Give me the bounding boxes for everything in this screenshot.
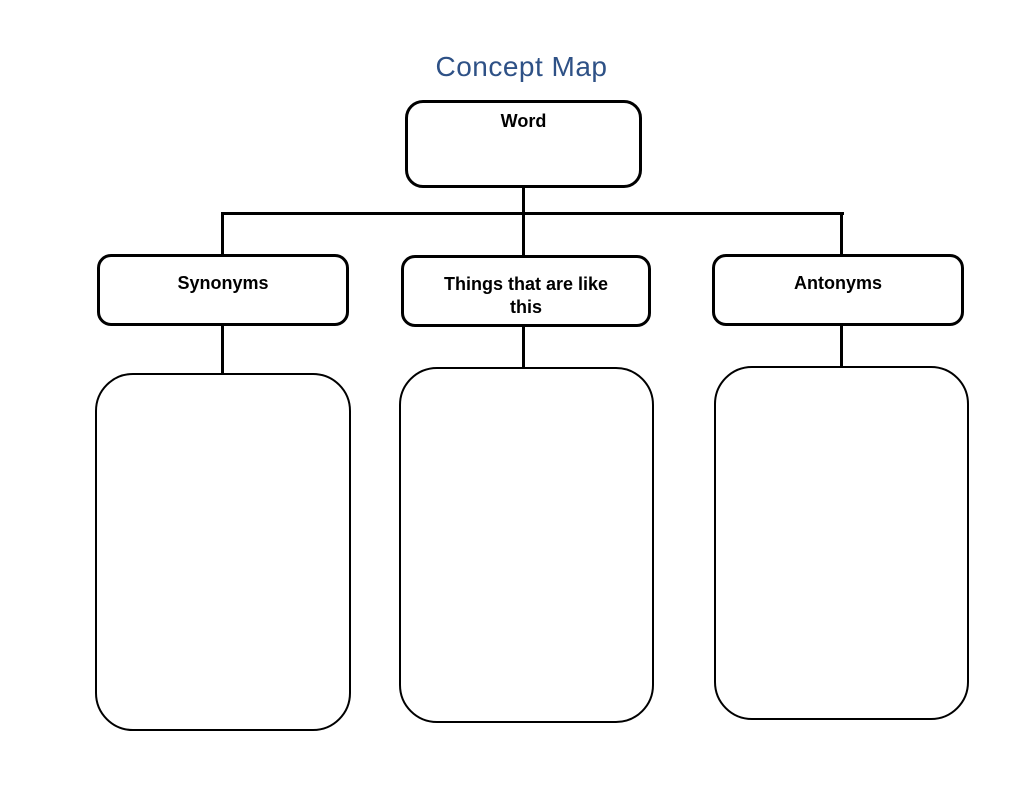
- node-word[interactable]: Word: [405, 100, 642, 188]
- connector-drop-synonyms: [221, 212, 224, 257]
- node-synonyms[interactable]: Synonyms: [97, 254, 349, 326]
- node-synonyms-label: Synonyms: [177, 273, 269, 293]
- node-things-like-this-label: Things that are like this: [443, 274, 609, 317]
- node-word-label: Word: [500, 111, 547, 131]
- synonyms-content-box[interactable]: [95, 373, 351, 731]
- connector-things-box: [522, 326, 525, 369]
- things-like-this-content-box[interactable]: [399, 367, 654, 723]
- antonyms-content-box[interactable]: [714, 366, 969, 720]
- connector-branch-rail: [221, 212, 844, 215]
- connector-synonyms-box: [221, 323, 224, 375]
- node-antonyms[interactable]: Antonyms: [712, 254, 964, 326]
- node-antonyms-label: Antonyms: [793, 273, 882, 293]
- connector-antonyms-box: [840, 324, 843, 368]
- connector-word-down: [522, 186, 525, 257]
- node-things-like-this[interactable]: Things that are like this: [401, 255, 651, 327]
- page-title: Concept Map: [435, 51, 608, 82]
- connector-drop-antonyms: [840, 212, 843, 257]
